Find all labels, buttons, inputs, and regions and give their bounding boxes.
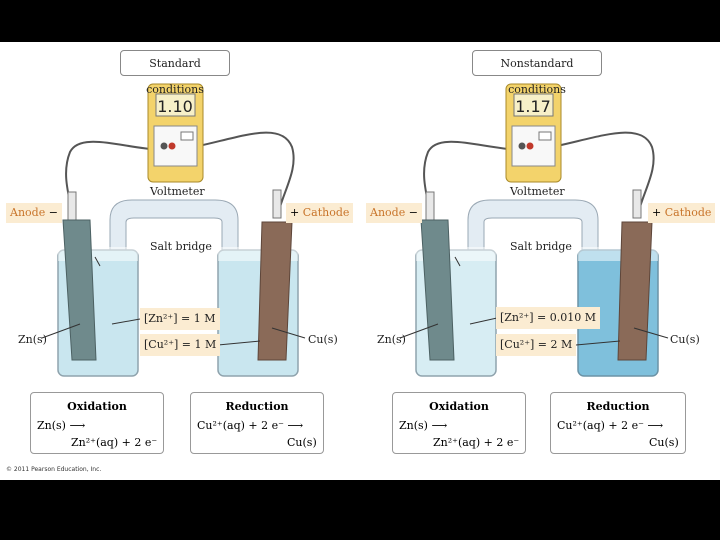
right-cathode-text: Cathode (664, 206, 712, 219)
right-anode-label: Anode − (366, 203, 422, 223)
left-anode-sign: − (48, 206, 58, 219)
right-salt-bridge-label: Salt bridge (510, 240, 572, 253)
left-oxidation-title: Oxidation (67, 400, 127, 413)
left-oxidation-line1: Zn(s) ⟶ (37, 419, 86, 432)
slide: Standard conditions 1.10 Voltmeter Anode… (0, 42, 720, 480)
right-reduction-box: Reduction Cu²⁺(aq) + 2 e⁻ ⟶ Cu(s) (550, 392, 686, 454)
left-reduction-line2: Cu(s) (287, 436, 317, 449)
right-apparatus (399, 83, 669, 377)
right-voltmeter-label: Voltmeter (510, 185, 565, 198)
left-cu-concentration: [Cu²⁺] = 1 M (140, 334, 221, 356)
right-voltmeter-reading: 1.17 (515, 97, 551, 116)
left-anode-text: Anode (10, 206, 46, 219)
left-salt-bridge-label: Salt bridge (150, 240, 212, 253)
right-anode-sign: − (408, 206, 418, 219)
right-cu-concentration: [Cu²⁺] = 2 M (496, 334, 577, 356)
right-oxidation-line1: Zn(s) ⟶ (399, 419, 448, 432)
left-zn-label: Zn(s) (18, 333, 47, 346)
left-cathode-sign: + (290, 206, 300, 219)
copyright-notice: © 2011 Pearson Education, Inc. (6, 466, 102, 473)
left-anode-label: Anode − (6, 203, 62, 223)
right-condition-label: Nonstandard conditions (472, 50, 602, 96)
left-reduction-line1: Cu²⁺(aq) + 2 e⁻ ⟶ (197, 419, 304, 432)
left-apparatus (41, 83, 306, 377)
right-cathode-label: + Cathode (648, 203, 716, 223)
right-zn-label: Zn(s) (377, 333, 406, 346)
left-oxidation-box: Oxidation Zn(s) ⟶ Zn²⁺(aq) + 2 e⁻ (30, 392, 164, 454)
left-reduction-box: Reduction Cu²⁺(aq) + 2 e⁻ ⟶ Cu(s) (190, 392, 324, 454)
left-condition-label: Standard conditions (120, 50, 230, 96)
left-oxidation-line2: Zn²⁺(aq) + 2 e⁻ (71, 436, 158, 449)
left-cathode-label: + Cathode (286, 203, 354, 223)
right-anode-text: Anode (370, 206, 406, 219)
right-oxidation-line2: Zn²⁺(aq) + 2 e⁻ (433, 436, 520, 449)
left-voltmeter-label: Voltmeter (150, 185, 205, 198)
left-zn-concentration: [Zn²⁺] = 1 M (140, 308, 220, 330)
right-cathode-sign: + (652, 206, 662, 219)
right-zn-concentration: [Zn²⁺] = 0.010 M (496, 307, 600, 329)
left-reduction-title: Reduction (225, 400, 289, 413)
left-voltmeter-reading: 1.10 (157, 97, 193, 116)
left-cu-label: Cu(s) (308, 333, 338, 346)
right-oxidation-box: Oxidation Zn(s) ⟶ Zn²⁺(aq) + 2 e⁻ (392, 392, 526, 454)
right-reduction-line2: Cu(s) (649, 436, 679, 449)
left-cathode-text: Cathode (302, 206, 350, 219)
diagram-art (41, 83, 669, 377)
right-reduction-title: Reduction (586, 400, 650, 413)
right-cu-label: Cu(s) (670, 333, 700, 346)
right-reduction-line1: Cu²⁺(aq) + 2 e⁻ ⟶ (557, 419, 664, 432)
right-oxidation-title: Oxidation (429, 400, 489, 413)
